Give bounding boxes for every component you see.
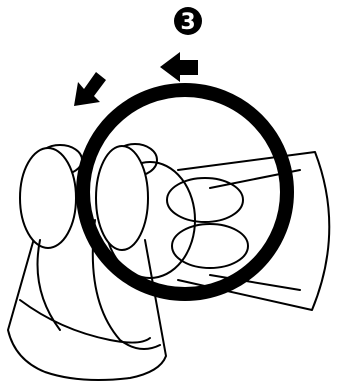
back-body-outline bbox=[8, 235, 166, 380]
left-ear-piece bbox=[20, 145, 82, 248]
step-number: 3 bbox=[180, 10, 195, 35]
step-badge: 3 bbox=[174, 7, 202, 35]
arrow-down-left-icon bbox=[74, 72, 106, 106]
right-ear-piece bbox=[96, 144, 157, 250]
arrow-left-icon bbox=[160, 52, 198, 82]
